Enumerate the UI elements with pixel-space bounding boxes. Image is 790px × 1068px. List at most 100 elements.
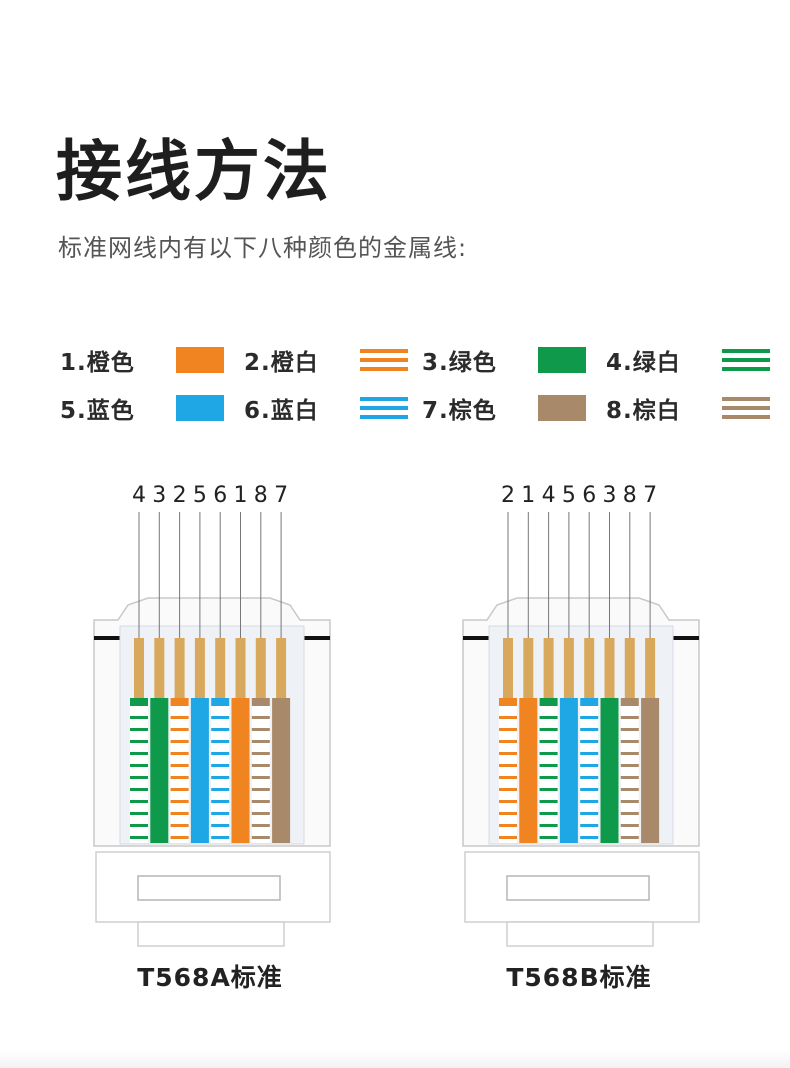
wire-stripe <box>580 740 599 743</box>
wire-stripe <box>130 800 148 803</box>
pin-number: 7 <box>274 483 288 508</box>
gold-contact <box>645 638 656 698</box>
pin-number: 8 <box>254 483 268 508</box>
wire-stripe <box>539 776 558 779</box>
legend-item: 2.橙白 <box>244 343 408 377</box>
wire-stripe <box>211 836 230 839</box>
gold-contact <box>584 638 595 698</box>
cable-sleeve <box>506 921 654 947</box>
wire-stripe <box>130 716 148 719</box>
color-swatch <box>360 395 408 421</box>
wire-stripe <box>170 836 189 839</box>
gold-contact <box>543 638 554 698</box>
wire-stripe <box>170 740 189 743</box>
wire-stripe <box>251 752 270 755</box>
wire-green-white <box>539 698 558 843</box>
wire-brown-white <box>251 698 270 843</box>
wire-stripe <box>130 824 148 827</box>
wire-stripe <box>251 824 270 827</box>
color-swatch <box>360 347 408 373</box>
wire-stripe-cap <box>539 698 558 706</box>
legend-item: 5.蓝色 <box>60 391 224 425</box>
pin-number: 3 <box>603 483 617 508</box>
wire-green <box>600 698 619 843</box>
wire-stripe <box>211 812 230 815</box>
pin-number: 1 <box>521 483 535 508</box>
wire-stripe <box>620 812 639 815</box>
wire-stripe <box>130 812 148 815</box>
wire-blue <box>190 698 209 843</box>
t568a-label: T568A标准 <box>137 963 283 992</box>
color-swatch <box>176 395 224 421</box>
wire-stripe <box>211 716 230 719</box>
pin-number: 8 <box>623 483 637 508</box>
wire-orange-white <box>170 698 189 843</box>
wire-stripe <box>251 716 270 719</box>
wire-stripe <box>130 752 148 755</box>
wire-stripe-cap <box>170 698 189 706</box>
page-title: 接线方法 <box>56 133 332 210</box>
pin-number: 6 <box>213 483 227 508</box>
legend-item: 3.绿色 <box>422 343 586 377</box>
wire-stripe <box>170 812 189 815</box>
wire-stripe <box>580 764 599 767</box>
wire-green <box>150 698 169 843</box>
color-swatch <box>538 395 586 421</box>
wire-stripe <box>499 740 517 743</box>
wire-stripe <box>499 824 517 827</box>
wire-stripe <box>580 752 599 755</box>
pin-number: 3 <box>152 483 166 508</box>
wire-stripe <box>580 800 599 803</box>
wire-stripe-cap <box>620 698 639 706</box>
wire-stripe <box>251 812 270 815</box>
wire-stripe <box>580 776 599 779</box>
wire-stripe <box>251 776 270 779</box>
pin-number: 4 <box>542 483 556 508</box>
legend-item: 8.棕白 <box>606 391 770 425</box>
boot-window <box>137 875 281 901</box>
wire-stripe <box>620 824 639 827</box>
wire-stripe <box>211 764 230 767</box>
wire-stripe <box>620 716 639 719</box>
gold-contact <box>255 638 266 698</box>
gold-contact <box>276 638 287 698</box>
wire-stripe <box>251 836 270 839</box>
gold-contact <box>194 638 205 698</box>
wire-stripe-cap <box>130 698 148 706</box>
wire-stripe <box>580 788 599 791</box>
legend-label: 6.蓝白 <box>244 398 319 424</box>
wire-stripe <box>211 740 230 743</box>
pin-number: 5 <box>562 483 576 508</box>
wire-brown <box>641 698 660 843</box>
wire-stripe <box>539 752 558 755</box>
color-swatch <box>722 347 770 373</box>
wire-stripe <box>620 836 639 839</box>
wire-stripe <box>539 740 558 743</box>
wire-stripe <box>170 788 189 791</box>
pin-number: 5 <box>193 483 207 508</box>
wire-stripe <box>539 716 558 719</box>
wire-stripe <box>251 764 270 767</box>
legend-label: 3.绿色 <box>422 350 497 376</box>
pin-number: 6 <box>582 483 596 508</box>
wire-stripe <box>251 800 270 803</box>
wire-stripe <box>580 836 599 839</box>
wire-stripe <box>211 752 230 755</box>
wire-stripe <box>499 752 517 755</box>
gold-contact <box>215 638 226 698</box>
wire-stripe <box>130 740 148 743</box>
legend-item: 1.橙色 <box>60 343 224 377</box>
wire-stripe <box>170 728 189 731</box>
gold-contact <box>523 638 534 698</box>
wire-stripe <box>539 788 558 791</box>
wire-stripe <box>499 812 517 815</box>
wire-stripe <box>211 788 230 791</box>
gold-contact <box>604 638 615 698</box>
wire-stripe <box>499 776 517 779</box>
wire-orange <box>519 698 538 843</box>
pin-number: 4 <box>132 483 146 508</box>
wire-blue <box>559 698 578 843</box>
wire-stripe <box>251 740 270 743</box>
pin-number: 1 <box>234 483 248 508</box>
boot-window <box>506 875 650 901</box>
